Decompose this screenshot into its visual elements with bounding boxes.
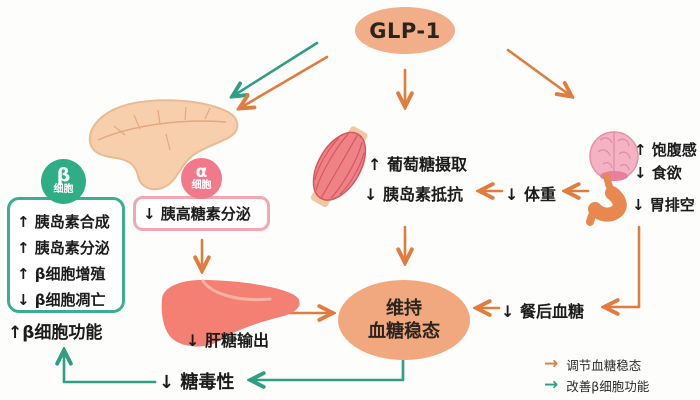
beta-cell-badge: β 细胞 <box>41 159 86 204</box>
arrow-glp1-to-brain <box>506 48 571 96</box>
arrow-glp1-to-pancreas-green <box>233 41 319 96</box>
muscle-icon <box>310 126 368 208</box>
appetite-label: ↓ 食欲 <box>634 164 682 182</box>
muscle-glucose-uptake-label: ↑ 葡萄糖摄取 <box>368 155 467 174</box>
beta-effect-apoptosis: ↓ β细胞凋亡 <box>17 291 106 309</box>
arrow-central-to-glucotoxicity <box>251 355 405 380</box>
pancreas-icon <box>88 99 239 191</box>
liver-glucose-output-label: ↓ 肝糖输出 <box>186 331 269 350</box>
brain-icon <box>589 131 639 181</box>
alpha-effect-box: ↓ 胰高糖素分泌 <box>133 196 270 231</box>
legend-item-regulate-glucose: → 调节血糖稳态 <box>544 354 649 375</box>
central-homeostasis-node: 维持 血糖稳态 <box>338 280 470 360</box>
beta-badge-label: 细胞 <box>53 184 74 195</box>
alpha-symbol: α <box>195 162 208 182</box>
postprandial-glucose-label: ↓ 餐后血糖 <box>501 302 584 321</box>
muscle-insulin-resistance-label: ↓ 胰岛素抵抗 <box>364 185 463 204</box>
weight-label: ↓ 体重 <box>505 185 556 204</box>
gastric-emptying-label: ↓ 胃排空 <box>632 196 695 214</box>
beta-effect-proliferation: ↑ β细胞增殖 <box>17 265 106 283</box>
arrow-glucotoxicity-to-beta-function <box>64 351 157 384</box>
beta-effect-insulin-synthesis: ↑ 胰岛素合成 <box>17 213 110 231</box>
legend-label-improve: 改善β细胞功能 <box>566 379 650 394</box>
satiety-label: ↑ 饱腹感 <box>634 141 697 159</box>
arrow-gut-to-postprandial <box>605 225 641 307</box>
liver-icon <box>161 279 300 347</box>
beta-function-label: ↑β细胞功能 <box>8 323 103 343</box>
legend-item-improve-beta: → 改善β细胞功能 <box>544 375 649 396</box>
alpha-cell-badge: α 细胞 <box>181 158 222 199</box>
green-arrow-icon: → <box>544 375 559 395</box>
alpha-badge-label: 细胞 <box>191 180 212 191</box>
beta-effect-insulin-secretion: ↑ 胰岛素分泌 <box>17 239 110 257</box>
arrow-glp1-to-pancreas-orange <box>240 55 329 108</box>
central-node-line1: 维持 <box>386 298 422 319</box>
beta-effects-box: ↑ 胰岛素合成 ↑ 胰岛素分泌 ↑ β细胞增殖 ↓ β细胞凋亡 <box>7 197 125 313</box>
beta-symbol: β <box>56 164 71 186</box>
alpha-effect-glucagon: ↓ 胰高糖素分泌 <box>143 205 251 223</box>
central-node-line2: 血糖稳态 <box>368 321 440 342</box>
stomach-icon <box>586 173 627 226</box>
legend: → 调节血糖稳态 → 改善β细胞功能 <box>544 354 649 396</box>
legend-label-regulate: 调节血糖稳态 <box>566 358 642 373</box>
orange-arrow-icon: → <box>544 354 559 374</box>
glucotoxicity-label: ↓ 糖毒性 <box>159 372 235 393</box>
glp1-node: GLP-1 <box>355 7 455 54</box>
